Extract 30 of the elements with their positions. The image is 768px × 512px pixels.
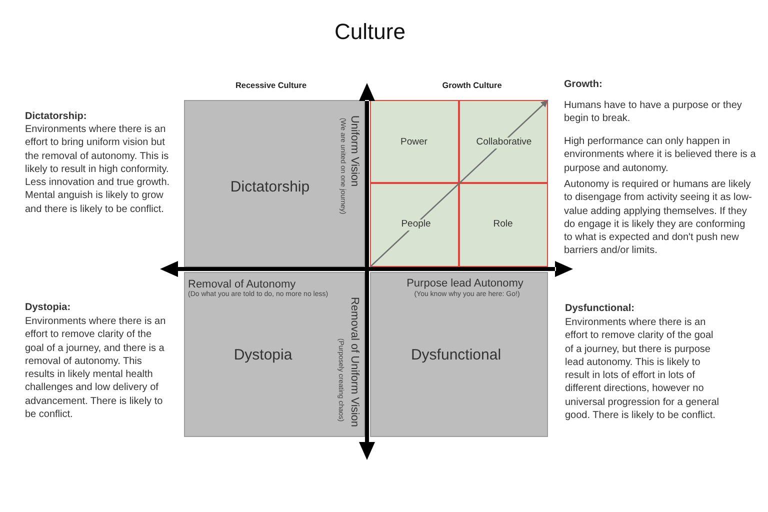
grid-cell (459, 183, 548, 267)
quadrant-panel (184, 100, 365, 267)
description-heading: Growth: (564, 78, 602, 92)
culture-type-label: People (400, 220, 432, 230)
quadrant-panel (370, 272, 548, 437)
description-heading: Dictatorship: (25, 110, 87, 124)
arrow (370, 100, 548, 268)
grid-cell (459, 100, 548, 183)
description-text: High performance can only happen in environments where it is believed there is a purpose and autonomy. (564, 135, 756, 175)
quadrant-panel (184, 272, 365, 437)
title: Culture (334, 18, 406, 46)
quadrant-label: Dystopia (234, 346, 292, 364)
description-text: Environments where there is an effort to remove clarity of the goal of a journey, and there is a removal of autonomy. This results in likely mental health challenges and low delivery of advancement. There is likely to be conflict. (25, 315, 167, 422)
description-text: Humans have to have a purpose or they begin to break. (564, 99, 743, 126)
description-text: Environments where there is an effort to bring uniform vision but the removal of autonomy. This is likely to result in high conformity. Less innovation and true growth. Mental anguish is likely to grow and there is likely to be conflict. (25, 123, 170, 216)
axis-label: Uniform Vision (348, 115, 360, 187)
description-heading: Dystopia: (25, 301, 71, 314)
axis-label: Removal of Autonomy (188, 278, 296, 291)
quadrant-label: Dictatorship (230, 178, 310, 196)
description-heading: Dysfunctional: (565, 302, 634, 316)
grid-cell (370, 100, 459, 183)
quadrant-label: Dysfunctional (410, 346, 502, 364)
description-text: Environments where there is an effort to remove clarity of the goal of a journey, but there is purpose lead autonomy. This is likely to result in lots of effort in lots of different directions, however no universal progression for a general good. There is likely to be conflict. (565, 316, 720, 422)
column-heading: Recessive Culture (236, 80, 306, 91)
description-text: Autonomy is required or humans are likely to disengage from activity seeing it as low-value adding applying themselves. If they do engage it is likely they are conforming to what is expected and don't push new barriers and/or limits. (564, 178, 753, 258)
axis-label: Removal of Uniform Vision (348, 297, 360, 427)
culture-type-label: Collaborative (475, 138, 533, 148)
axis-label: Purpose lead Autonomy (406, 278, 524, 290)
grid-cell (370, 183, 459, 267)
column-heading: Growth Culture (442, 80, 502, 91)
